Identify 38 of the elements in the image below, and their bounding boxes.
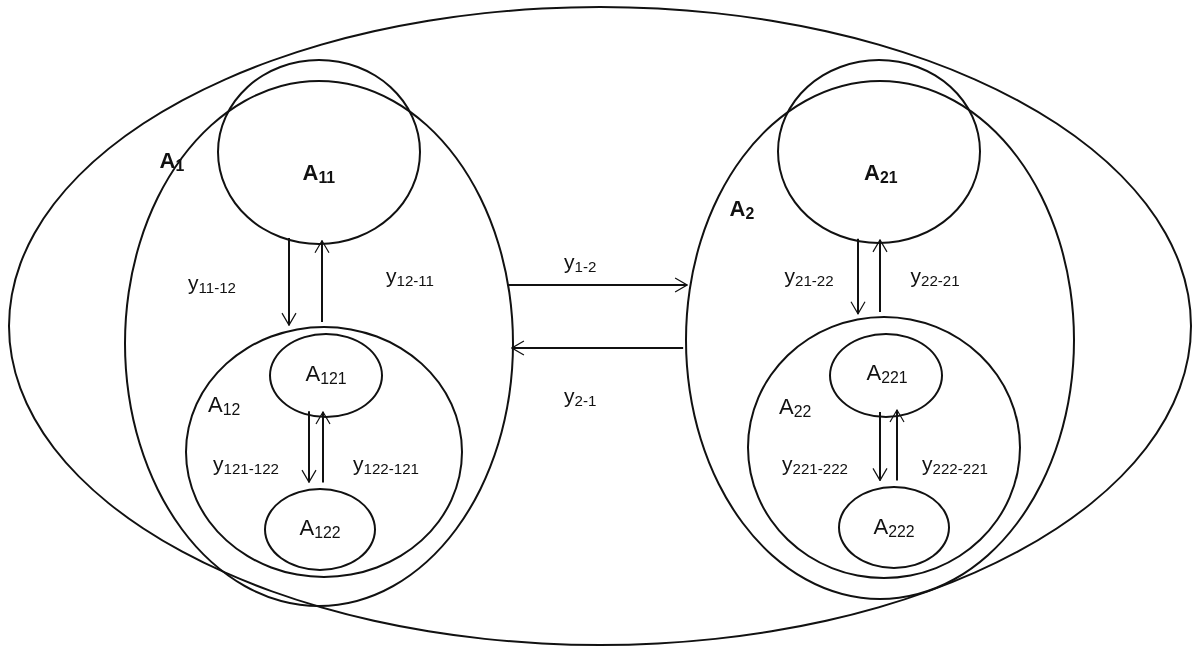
arrow [872, 238, 888, 313]
ellipse-node [8, 6, 1192, 646]
arrow [314, 239, 330, 323]
ellipse-node [185, 326, 463, 578]
edge-label: y$_{222-221}$ [922, 452, 988, 476]
edge-label: y$_{22-21}$ [910, 264, 960, 288]
node-label: A$_{22}$ [779, 396, 812, 420]
node-label: A$_{121}$ [305, 363, 347, 387]
edge-label: y$_{21-22}$ [784, 264, 834, 288]
edge-label: y$_{1-2}$ [564, 250, 597, 274]
edge-label: y$_{221-222}$ [782, 452, 848, 476]
edge-label: y$_{2-1}$ [564, 384, 597, 408]
node-label: A$_{222}$ [873, 516, 915, 540]
node-label: A$_{2}$ [729, 198, 755, 222]
ellipse-node [777, 59, 981, 244]
ellipse-node [217, 59, 421, 245]
node-label: A$_{11}$ [302, 162, 336, 186]
node-label: A$_{221}$ [866, 362, 908, 386]
arrow [281, 236, 297, 327]
ellipse-node [838, 486, 950, 569]
ellipse-node [747, 316, 1021, 579]
arrow [315, 410, 331, 484]
arrow [872, 411, 888, 482]
ellipse-node [264, 488, 376, 571]
edge-label: y$_{12-11}$ [386, 264, 435, 288]
edge-label: y$_{121-122}$ [213, 452, 279, 476]
ellipse-node [269, 333, 383, 418]
ellipse-node [829, 333, 943, 418]
edge-label: y$_{11-12}$ [188, 271, 237, 295]
edge-label: y$_{122-121}$ [353, 452, 419, 476]
arrow [889, 409, 905, 482]
arrow [506, 277, 689, 293]
node-label: A$_{21}$ [864, 162, 898, 186]
arrow [850, 237, 866, 315]
arrow [510, 340, 685, 356]
arrow [301, 410, 317, 484]
node-label: A$_{12}$ [208, 394, 241, 418]
node-label: A$_{122}$ [299, 517, 341, 541]
